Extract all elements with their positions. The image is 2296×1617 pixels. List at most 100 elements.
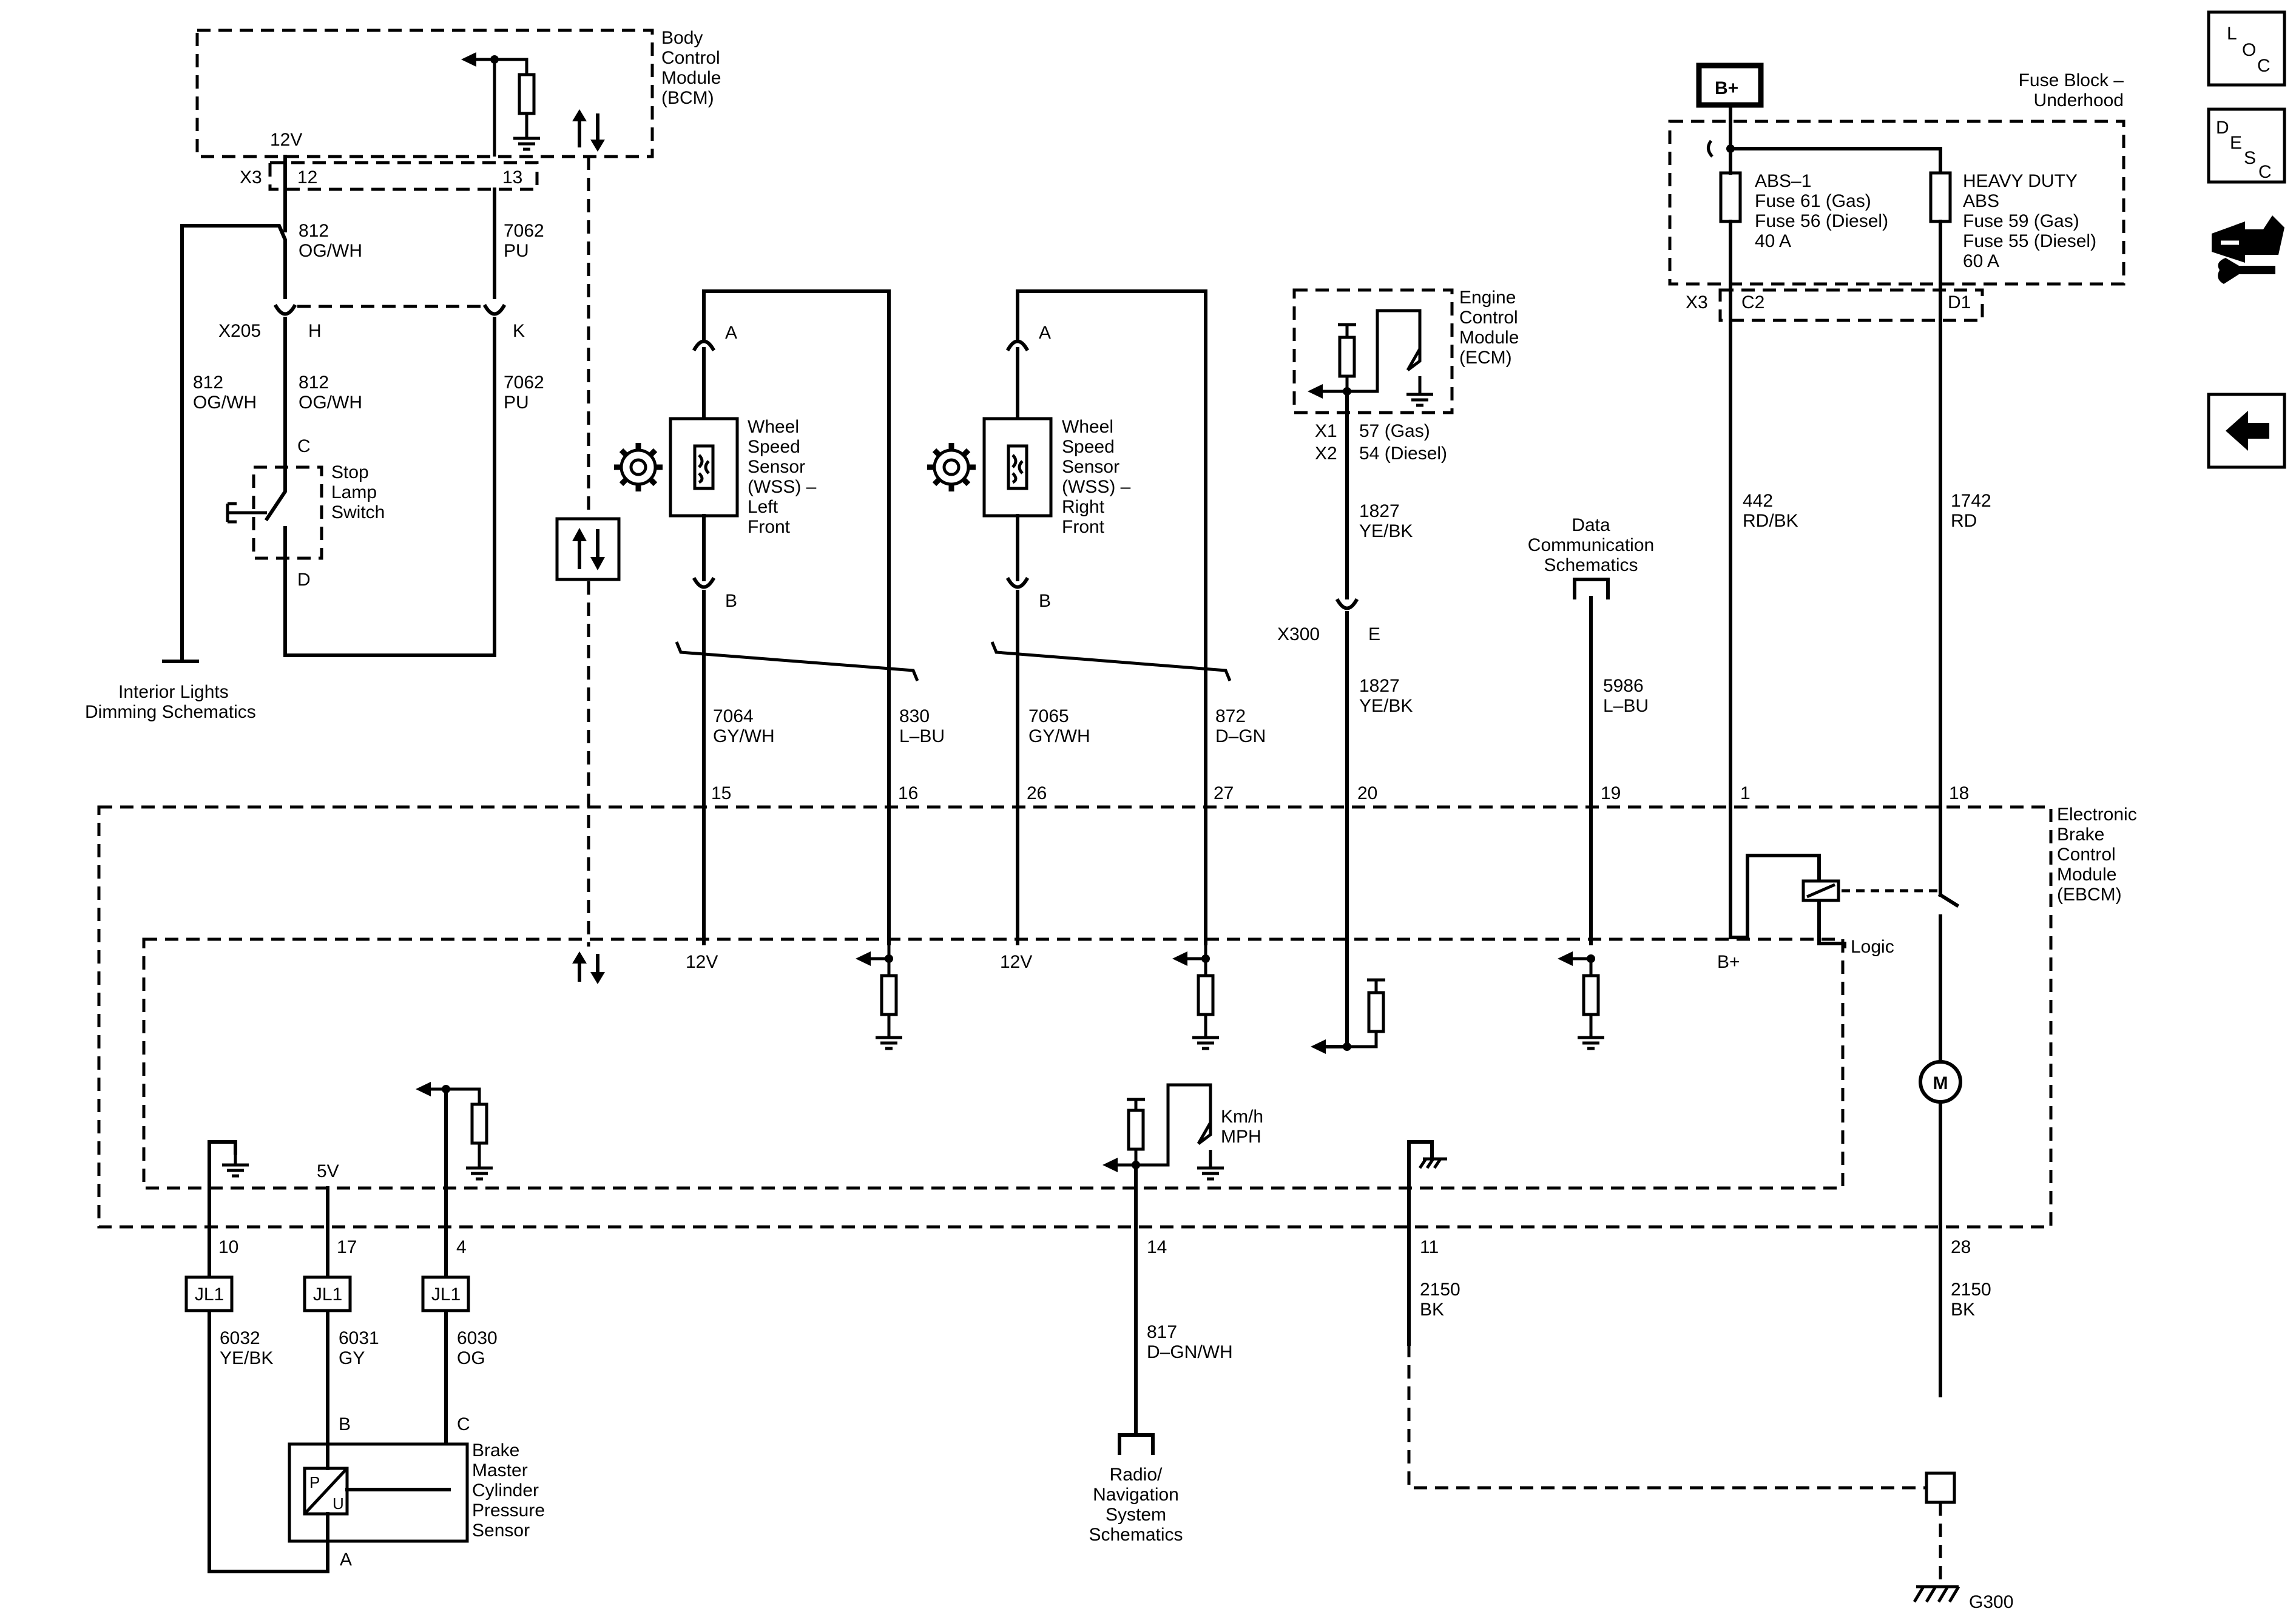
svg-text:26: 26 bbox=[1027, 783, 1047, 803]
bcm-data-arrows bbox=[572, 109, 605, 152]
logic-box bbox=[142, 937, 1845, 1190]
svg-text:E: E bbox=[2230, 133, 2242, 153]
svg-text:14: 14 bbox=[1147, 1237, 1167, 1257]
svg-text:C: C bbox=[2258, 162, 2272, 182]
svg-text:K: K bbox=[513, 321, 525, 341]
svg-text:B+: B+ bbox=[1717, 952, 1740, 972]
svg-text:S: S bbox=[2244, 148, 2256, 168]
svg-text:B: B bbox=[339, 1414, 351, 1434]
svg-text:JL1: JL1 bbox=[195, 1284, 224, 1305]
loc-button[interactable]: L O C bbox=[2207, 10, 2286, 87]
svg-text:U: U bbox=[333, 1494, 344, 1513]
svg-text:C: C bbox=[457, 1414, 470, 1434]
x205-connector: X205 H K bbox=[218, 303, 525, 341]
svg-text:JL1: JL1 bbox=[313, 1284, 342, 1305]
svg-text:C: C bbox=[2257, 56, 2271, 76]
pin-12: 12 bbox=[297, 167, 317, 187]
svg-text:B+: B+ bbox=[1715, 78, 1738, 98]
connector-end-view-icon[interactable] bbox=[2212, 215, 2284, 284]
svg-text:19: 19 bbox=[1601, 783, 1621, 803]
svg-text:X300: X300 bbox=[1277, 624, 1320, 644]
svg-text:12V: 12V bbox=[1000, 952, 1032, 972]
svg-text:18: 18 bbox=[1949, 783, 1969, 803]
svg-text:A: A bbox=[1039, 323, 1051, 343]
svg-text:16: 16 bbox=[898, 783, 918, 803]
back-button[interactable] bbox=[2207, 393, 2286, 469]
ebcm-module bbox=[97, 805, 2053, 1229]
svg-text:C2: C2 bbox=[1741, 292, 1764, 312]
svg-text:4: 4 bbox=[456, 1237, 467, 1257]
svg-text:54 (Diesel): 54 (Diesel) bbox=[1359, 444, 1447, 464]
svg-text:15: 15 bbox=[711, 783, 731, 803]
svg-text:X2: X2 bbox=[1315, 444, 1337, 464]
svg-text:A: A bbox=[340, 1550, 352, 1570]
svg-text:X1: X1 bbox=[1315, 421, 1337, 441]
svg-text:JL1: JL1 bbox=[431, 1284, 461, 1305]
svg-text:P: P bbox=[309, 1473, 320, 1491]
g300-ground: G300 bbox=[1913, 1585, 2013, 1612]
x3-label: X3 bbox=[240, 167, 262, 187]
svg-text:Fuse Block –Underhood: Fuse Block –Underhood bbox=[2019, 70, 2124, 110]
svg-text:Logic: Logic bbox=[1851, 937, 1894, 957]
svg-text:E: E bbox=[1368, 624, 1380, 644]
svg-text:B: B bbox=[725, 591, 737, 611]
bcm-12v: 12V bbox=[270, 130, 302, 150]
svg-text:D: D bbox=[2216, 118, 2229, 138]
serial-data-icon bbox=[555, 517, 621, 581]
jl1-connectors: JL1 JL1 JL1 bbox=[184, 1275, 470, 1312]
svg-text:57 (Gas): 57 (Gas) bbox=[1359, 421, 1430, 441]
svg-text:M: M bbox=[1933, 1073, 1948, 1093]
pin-13: 13 bbox=[502, 167, 522, 187]
desc-button[interactable]: D E S C bbox=[2207, 107, 2286, 184]
svg-text:L: L bbox=[2227, 24, 2237, 44]
svg-text:1: 1 bbox=[1740, 783, 1751, 803]
svg-text:28: 28 bbox=[1951, 1237, 1971, 1257]
svg-text:10: 10 bbox=[218, 1237, 238, 1257]
svg-text:X3: X3 bbox=[1686, 292, 1708, 312]
svg-text:20: 20 bbox=[1357, 783, 1377, 803]
svg-text:D1: D1 bbox=[1948, 292, 1971, 312]
svg-text:27: 27 bbox=[1214, 783, 1234, 803]
svg-text:G300: G300 bbox=[1969, 1592, 2013, 1612]
svg-text:X205: X205 bbox=[218, 321, 261, 341]
arrow-left-icon bbox=[2226, 411, 2269, 451]
bcm-module: Body Control Module (BCM) 12V X3 12 13 bbox=[195, 28, 721, 191]
